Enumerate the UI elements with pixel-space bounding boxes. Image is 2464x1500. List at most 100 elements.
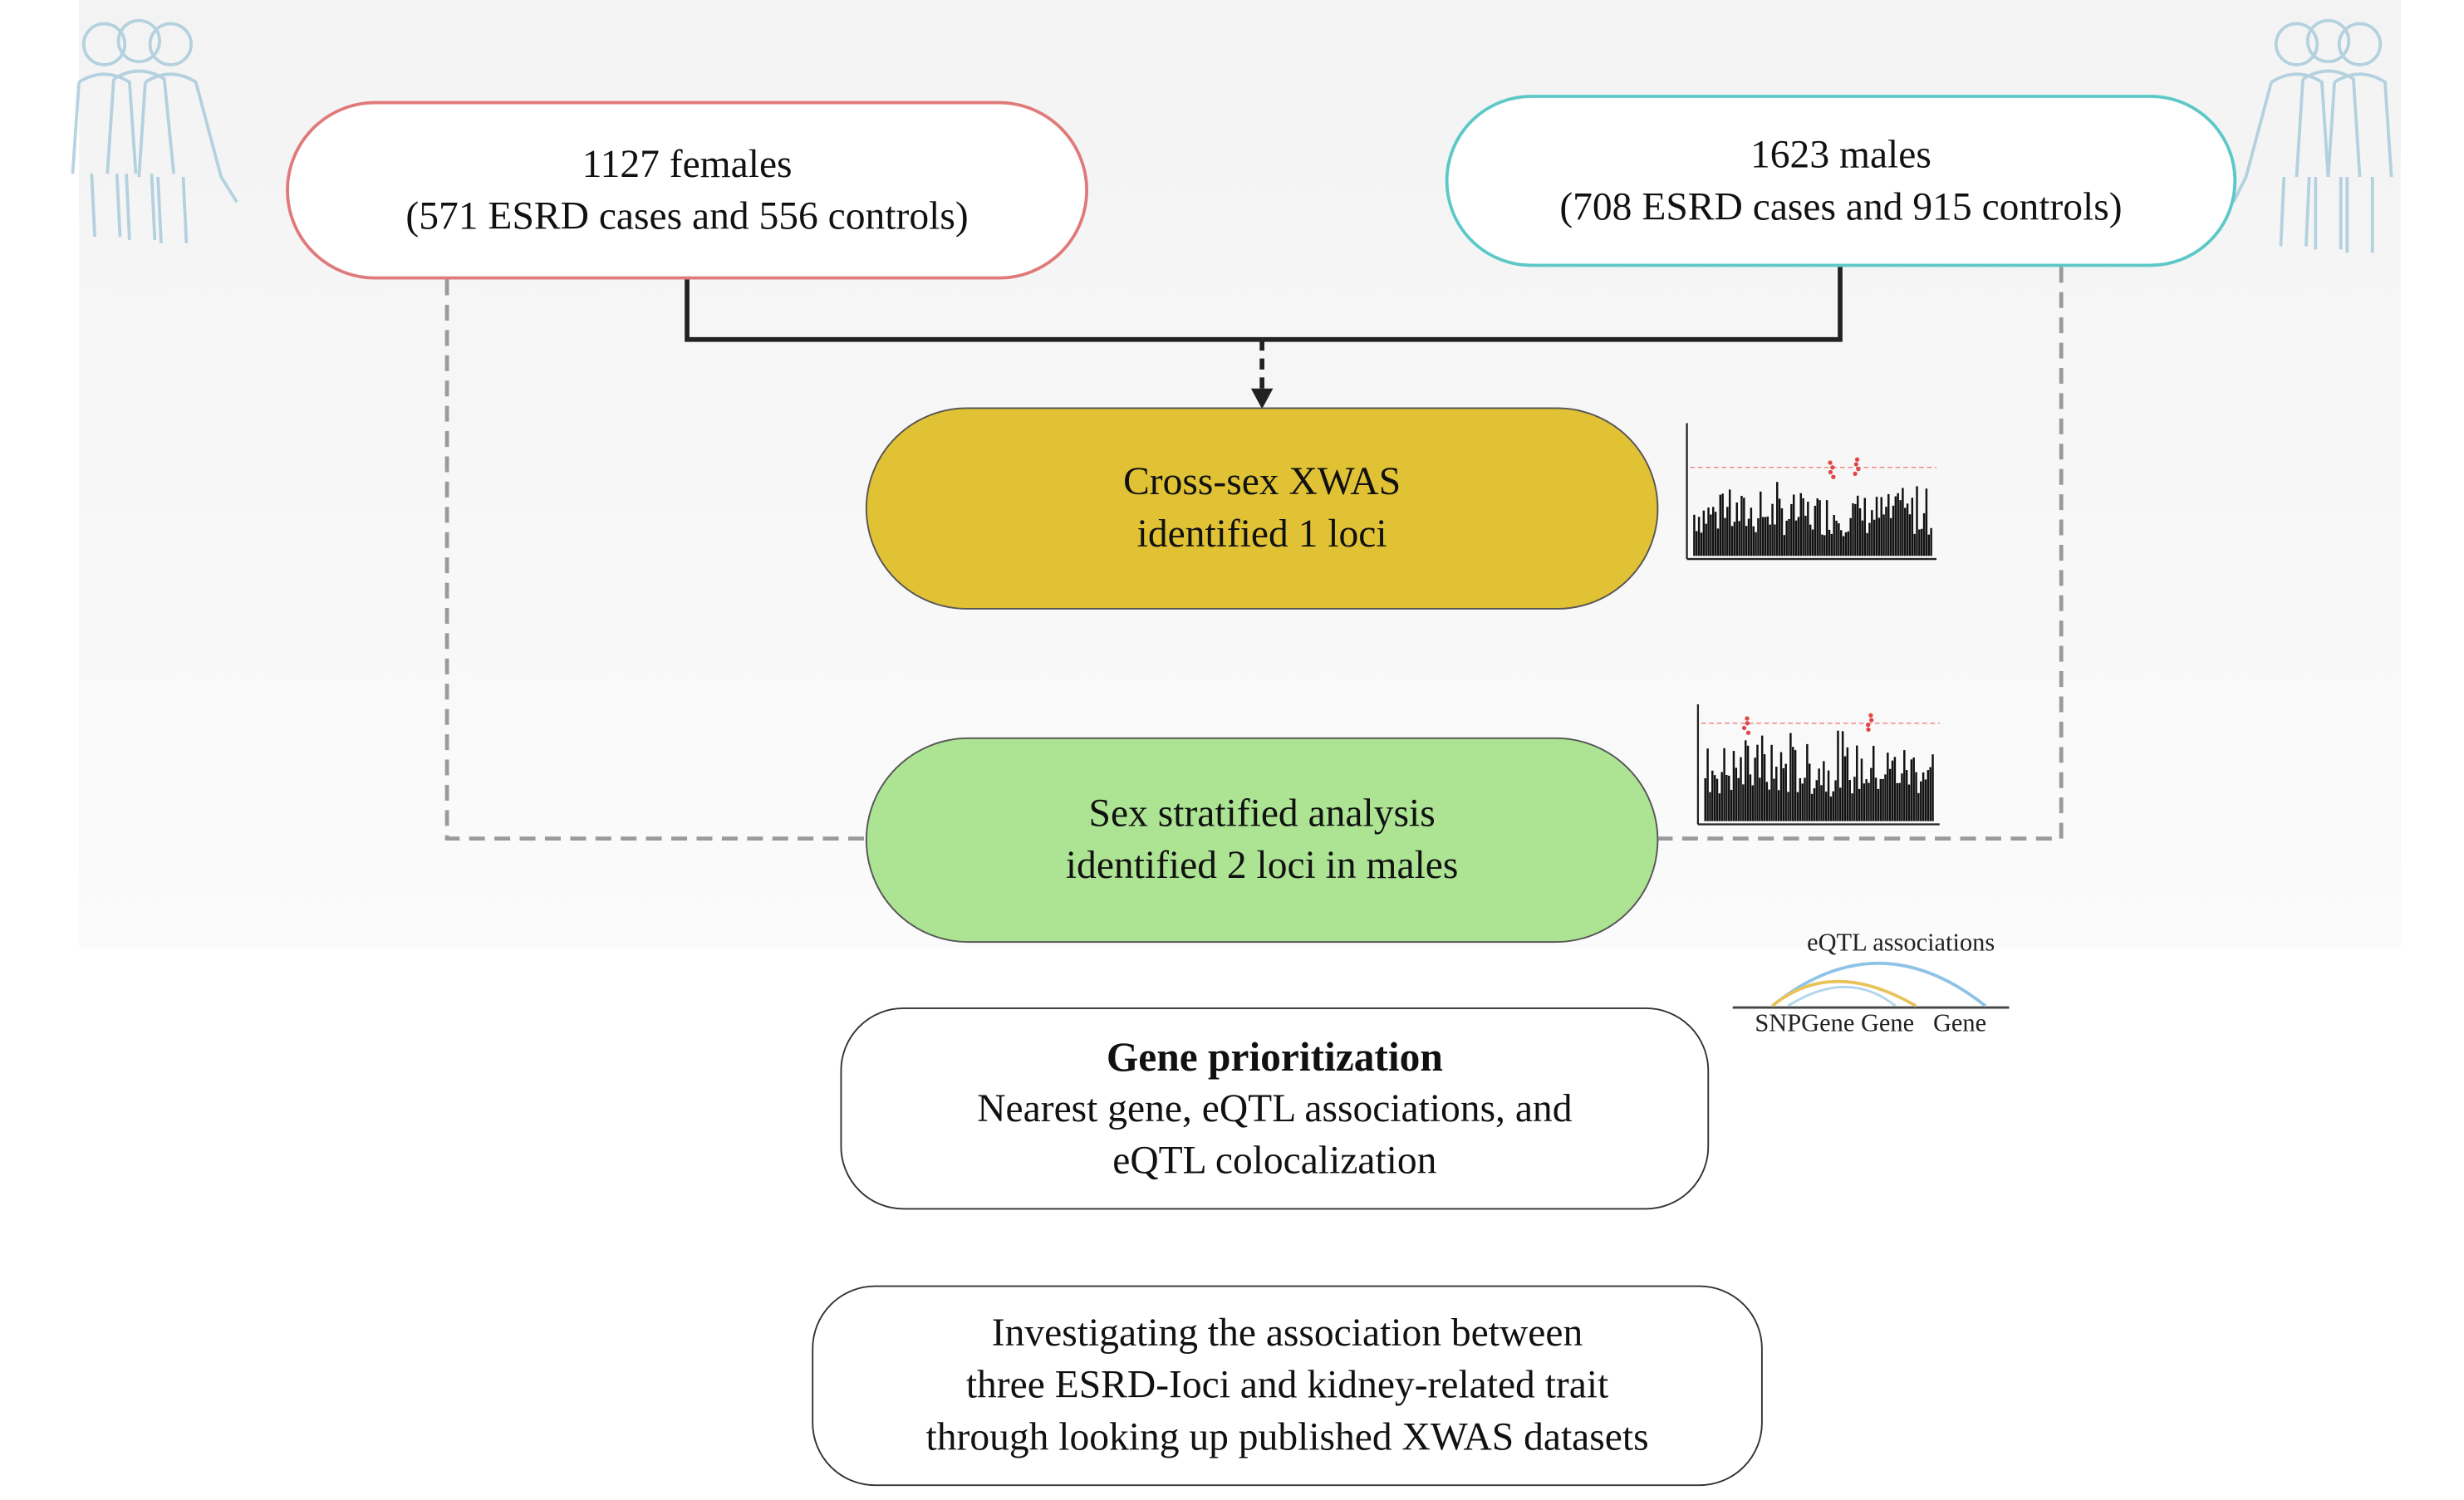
eqtl-associations-label: eQTL associations xyxy=(1807,929,1995,958)
manhattan-hit-point xyxy=(1853,462,1859,467)
manhattan-column xyxy=(1773,778,1775,821)
gene-prioritization-line1: Nearest gene, eQTL associations, and xyxy=(977,1087,1573,1130)
manhattan-column xyxy=(1711,770,1714,821)
manhattan-column xyxy=(1740,496,1743,556)
manhattan-column xyxy=(1785,520,1788,556)
manhattan-column xyxy=(1802,498,1804,556)
manhattan-hit-point xyxy=(1828,460,1833,465)
manhattan-column xyxy=(1771,503,1774,556)
people-silhouette-left-icon xyxy=(71,18,238,243)
manhattan-column xyxy=(1766,516,1769,556)
manhattan-column xyxy=(1915,772,1917,821)
sex-stratified-analysis-box: Sex stratified analysis identified 2 loc… xyxy=(865,737,1659,944)
manhattan-column xyxy=(1868,782,1870,821)
manhattan-column xyxy=(1780,508,1784,556)
manhattan-column xyxy=(1810,793,1814,821)
manhattan-column xyxy=(1764,517,1767,556)
manhattan-column xyxy=(1760,735,1764,821)
manhattan-plot-stratified-icon xyxy=(1696,703,1940,826)
dashed-connector-females xyxy=(444,279,866,841)
manhattan-column xyxy=(1763,754,1766,821)
manhattan-column xyxy=(1908,514,1912,556)
manhattan-column xyxy=(1768,789,1770,821)
manhattan-column xyxy=(1700,532,1703,556)
manhattan-column xyxy=(1901,773,1903,821)
manhattan-column xyxy=(1750,507,1753,556)
manhattan-column xyxy=(1922,772,1925,821)
manhattan-column xyxy=(1875,497,1878,556)
manhattan-column xyxy=(1778,498,1781,556)
manhattan-column xyxy=(1863,498,1867,556)
stratified-result: identified 2 loci in males xyxy=(1065,845,1459,888)
manhattan-column xyxy=(1804,515,1807,556)
manhattan-column xyxy=(1865,779,1868,821)
manhattan-column xyxy=(1841,731,1844,821)
manhattan-hit-point xyxy=(1745,730,1751,735)
manhattan-hit-point xyxy=(1741,725,1747,731)
manhattan-column xyxy=(1693,514,1696,556)
cross-sex-title: Cross-sex XWAS xyxy=(1123,461,1401,504)
males-count: 1623 males xyxy=(1750,133,1931,176)
manhattan-column xyxy=(1905,770,1908,821)
manhattan-column xyxy=(1783,535,1786,556)
manhattan-column xyxy=(1765,782,1769,821)
manhattan-column xyxy=(1735,767,1738,821)
manhattan-column xyxy=(1738,521,1740,556)
manhattan-hit-point xyxy=(1830,465,1835,470)
eqtl-arcs-icon xyxy=(1732,961,2010,1009)
manhattan-column xyxy=(1847,531,1850,556)
manhattan-column xyxy=(1866,532,1868,556)
stratified-title: Sex stratified analysis xyxy=(1088,792,1436,836)
manhattan-column xyxy=(1852,502,1854,556)
manhattan-column xyxy=(1712,507,1715,556)
manhattan-hit-point xyxy=(1866,727,1871,733)
manhattan-column xyxy=(1759,777,1761,821)
manhattan-column xyxy=(1903,750,1906,821)
manhattan-column xyxy=(1725,774,1728,821)
manhattan-column xyxy=(1906,503,1909,556)
manhattan-column xyxy=(1830,533,1833,556)
manhattan-column xyxy=(1904,507,1907,556)
manhattan-column xyxy=(1927,770,1930,821)
manhattan-column xyxy=(1861,520,1864,556)
manhattan-column xyxy=(1877,788,1880,821)
manhattan-column xyxy=(1714,512,1717,556)
people-silhouette-right-icon xyxy=(2231,18,2393,253)
manhattan-column xyxy=(1898,782,1901,821)
manhattan-column xyxy=(1899,500,1902,556)
cross-sex-result: identified 1 loci xyxy=(1136,512,1387,556)
manhattan-column xyxy=(1796,792,1799,821)
manhattan-column xyxy=(1715,778,1719,821)
manhattan-column xyxy=(1732,751,1735,821)
manhattan-column xyxy=(1888,768,1892,821)
manhattan-column xyxy=(1818,768,1820,821)
manhattan-column xyxy=(1912,757,1915,821)
manhattan-column xyxy=(1799,777,1802,821)
manhattan-column xyxy=(1755,532,1757,556)
manhattan-column xyxy=(1706,748,1709,821)
manhattan-column xyxy=(1718,793,1721,821)
manhattan-column xyxy=(1808,763,1811,821)
manhattan-column xyxy=(1920,781,1922,821)
manhattan-hit-point xyxy=(1853,471,1858,477)
eqtl-gene-labels: SNPGene Gene Gene xyxy=(1755,1010,1987,1038)
manhattan-column xyxy=(1858,508,1862,556)
manhattan-column xyxy=(1769,524,1771,556)
manhattan-column xyxy=(1931,754,1934,821)
manhattan-column xyxy=(1838,523,1840,556)
manhattan-column xyxy=(1809,524,1812,556)
manhattan-column xyxy=(1879,778,1882,821)
males-breakdown: (708 ESRD cases and 915 controls) xyxy=(1559,185,2123,228)
manhattan-column xyxy=(1721,493,1724,556)
manhattan-column xyxy=(1856,745,1858,821)
manhattan-plot-cross-sex-icon xyxy=(1686,423,1936,561)
manhattan-hit-point xyxy=(1868,718,1874,723)
manhattan-column xyxy=(1882,514,1885,556)
manhattan-column xyxy=(1849,517,1852,556)
manhattan-column xyxy=(1889,517,1892,556)
manhattan-column xyxy=(1705,523,1707,556)
manhattan-column xyxy=(1885,507,1887,556)
manhattan-column xyxy=(1709,792,1711,821)
arrowhead-icon xyxy=(1250,388,1274,409)
